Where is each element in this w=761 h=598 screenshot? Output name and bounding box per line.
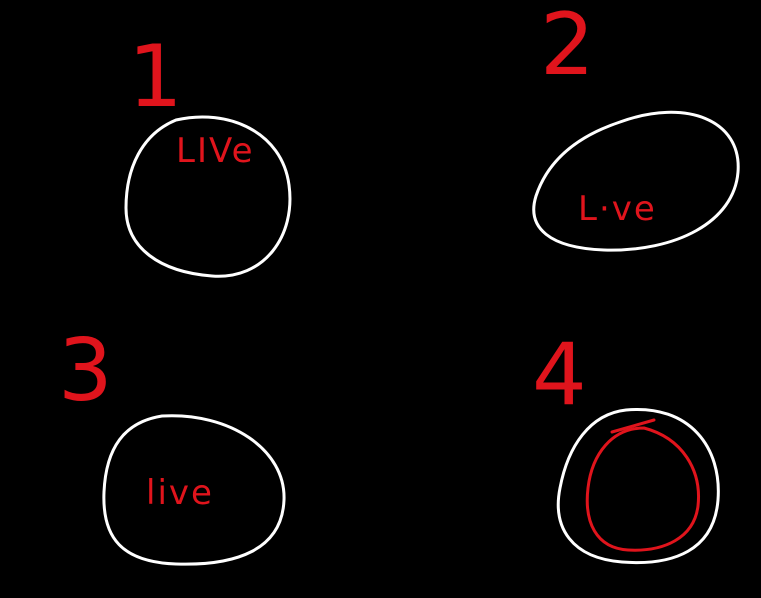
panel-2-number: 2: [540, 0, 595, 95]
panel-4-red-slash: [610, 418, 656, 434]
panel-3-label: live: [146, 473, 214, 513]
panel-4-number: 4: [532, 325, 587, 425]
panel-4: 4: [532, 325, 720, 565]
panel-4-outline: [556, 407, 720, 565]
panel-2: 2 L·ve: [532, 0, 740, 252]
panel-4-red-circle: [585, 426, 700, 552]
panel-3-outline: [102, 414, 286, 566]
panel-2-label: L·ve: [578, 189, 657, 229]
panel-1-number: 1: [128, 27, 183, 127]
panel-3-number: 3: [58, 321, 113, 421]
panel-1-label: LIVe: [176, 131, 255, 171]
panel-1-outline: [124, 115, 292, 278]
panel-2-outline: [532, 110, 740, 252]
panel-3: 3 live: [58, 321, 286, 566]
panel-1: 1 LIVe: [124, 27, 292, 278]
